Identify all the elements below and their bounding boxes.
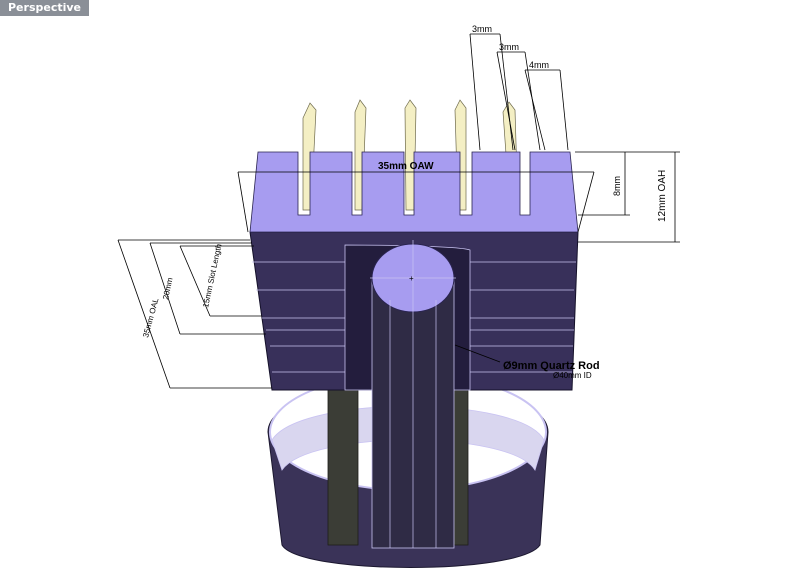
quartz-rod: +: [370, 240, 456, 549]
dimension-annotations: [117, 33, 680, 389]
rod-label: Ø9mm Quartz Rod: [503, 360, 600, 372]
tube-label: Ø40mm ID: [553, 371, 592, 380]
dim-slot-a: 3mm: [472, 24, 492, 34]
rod-wire-lines: [370, 240, 456, 548]
dim-slot-depth: 8mm: [612, 176, 622, 196]
dim-20mm: 20mm: [161, 276, 174, 300]
rod-center-mark: +: [409, 274, 414, 283]
dim-overall-width: 35mm OAW: [378, 161, 434, 172]
dim-slot-b: 3mm: [499, 42, 519, 52]
viewport-label[interactable]: Perspective: [0, 0, 90, 16]
leg-left: [327, 384, 359, 546]
dim-slot-c: 4mm: [529, 60, 549, 70]
dim-overall-height: 12mm OAH: [657, 170, 668, 222]
dim-overall-length: 35mm OAL: [141, 297, 160, 339]
contact-pins: [302, 99, 519, 211]
dim-slot-length: 15mm Slot Length: [201, 243, 223, 308]
